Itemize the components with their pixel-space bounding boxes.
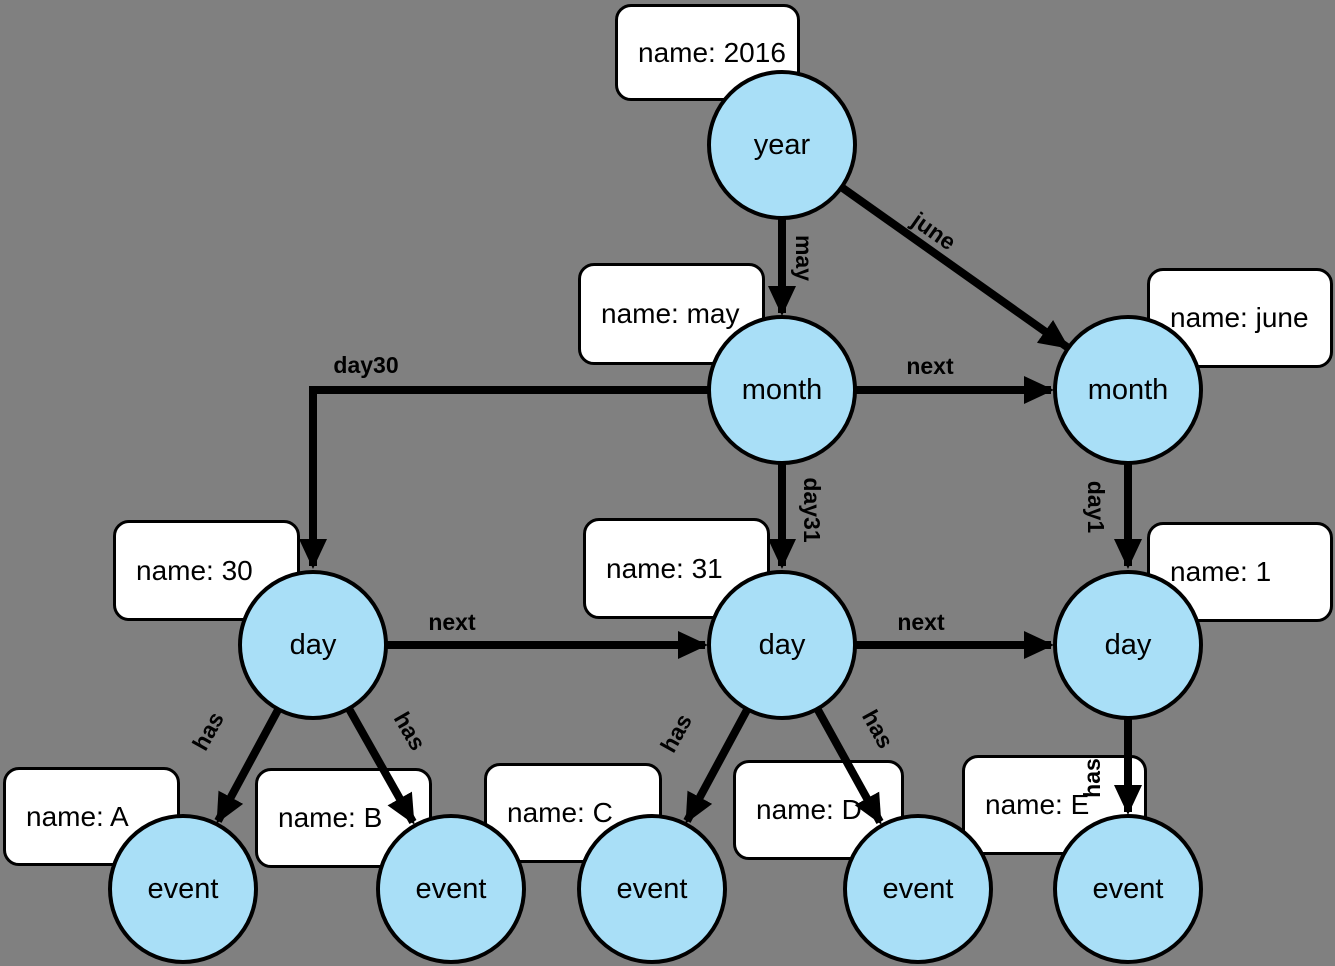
- edge-label-may: may: [791, 235, 817, 281]
- edge-label-next: next: [428, 609, 476, 635]
- node-event-d: event: [843, 814, 993, 964]
- node-event-a: event: [108, 814, 258, 964]
- node-label: event: [616, 872, 688, 905]
- property-label: name: may: [601, 298, 740, 329]
- edge-label-has: has: [655, 709, 697, 756]
- node-event-b: event: [376, 814, 526, 964]
- edge-label-june: june: [906, 206, 960, 255]
- node-label: month: [1087, 373, 1169, 406]
- property-label: name: june: [1170, 302, 1309, 333]
- edge-label-day31: day31: [799, 477, 825, 542]
- node-day-1: day: [1053, 570, 1203, 720]
- property-label: name: A: [26, 800, 129, 832]
- node-label: event: [147, 872, 219, 905]
- node-label: event: [882, 872, 954, 905]
- node-label: event: [1092, 872, 1164, 905]
- edge-label-has: has: [389, 707, 431, 754]
- node-label: day: [1104, 628, 1152, 661]
- node-label: year: [753, 128, 811, 161]
- property-label: name: 2016: [638, 36, 786, 68]
- node-month-may: month: [707, 315, 857, 465]
- property-label: name: 31: [606, 552, 723, 584]
- property-box-c: name: C: [484, 763, 662, 863]
- edge-label-day1: day1: [1083, 481, 1109, 534]
- property-label: name: B: [278, 802, 383, 833]
- property-label: name: D: [756, 794, 862, 825]
- node-event-e: event: [1053, 814, 1203, 964]
- edge-label-day30: day30: [333, 352, 398, 378]
- node-label: event: [415, 872, 487, 905]
- edge-label-next: next: [906, 353, 954, 379]
- node-month-june: month: [1053, 315, 1203, 465]
- edge-label-has: has: [857, 705, 899, 752]
- node-label: month: [741, 373, 823, 406]
- property-label: name: 30: [136, 554, 253, 586]
- edge-label-has: has: [187, 707, 229, 754]
- node-label: day: [758, 628, 806, 661]
- node-day-30: day: [238, 570, 388, 720]
- property-label: name: C: [507, 797, 613, 828]
- edge-label-next: next: [897, 609, 945, 635]
- node-event-c: event: [577, 814, 727, 964]
- property-label: name: 1: [1170, 556, 1272, 587]
- property-label: name: E: [985, 789, 1090, 820]
- node-year: year: [707, 70, 857, 220]
- property-box-2016: name: 2016: [615, 4, 800, 101]
- node-label: day: [289, 628, 337, 661]
- node-day-31: day: [707, 570, 857, 720]
